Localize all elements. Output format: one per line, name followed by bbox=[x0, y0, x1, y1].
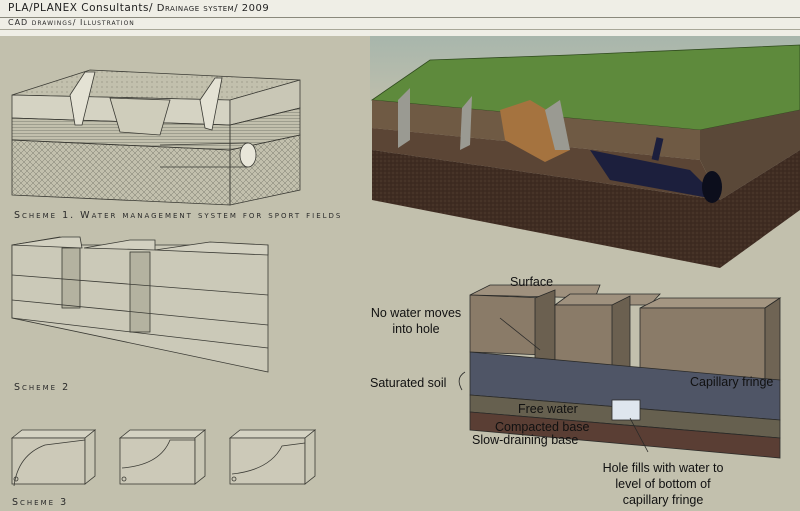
header-divider-lower bbox=[0, 29, 800, 30]
label-hole-fills-3: capillary fringe bbox=[622, 493, 704, 507]
label-no-water-1: No water moves bbox=[370, 306, 462, 320]
title-main: PLA/PLANEX Consultants/ bbox=[8, 2, 154, 14]
label-hole-fills-1: Hole fills with water to bbox=[602, 461, 724, 475]
page-title: PLA/PLANEX Consultants/ Drainage system/… bbox=[8, 2, 269, 14]
label-saturated-soil: Saturated soil bbox=[370, 376, 447, 390]
drainage-illustration bbox=[370, 36, 800, 268]
label-surface: Surface bbox=[510, 275, 554, 289]
scheme1-line-art bbox=[11, 69, 301, 206]
scheme2-caption: Scheme 2 bbox=[14, 382, 70, 393]
title-rest: Drainage system/ 2009 bbox=[153, 3, 270, 14]
saturated-soil-diagram bbox=[458, 284, 782, 459]
scheme1-caption: Scheme 1. Water management system for sp… bbox=[14, 210, 342, 221]
label-hole-fills-2: level of bottom of bbox=[615, 477, 711, 491]
label-no-water-2: into hole bbox=[392, 322, 440, 336]
label-compacted-base: Compacted base bbox=[495, 420, 590, 434]
header-bar: PLA/PLANEX Consultants/ Drainage system/… bbox=[0, 0, 800, 36]
scheme3-caption: Scheme 3 bbox=[12, 497, 68, 508]
label-free-water: Free water bbox=[518, 402, 578, 416]
label-capillary-fringe: Capillary fringe bbox=[690, 375, 774, 389]
header-divider bbox=[0, 17, 800, 18]
label-slow-draining-base: Slow-draining base bbox=[472, 433, 579, 447]
scheme3-drawing bbox=[10, 429, 317, 487]
scheme2-drawing bbox=[11, 236, 269, 373]
page-subtitle: CAD drawings/ Illustration bbox=[8, 18, 135, 27]
